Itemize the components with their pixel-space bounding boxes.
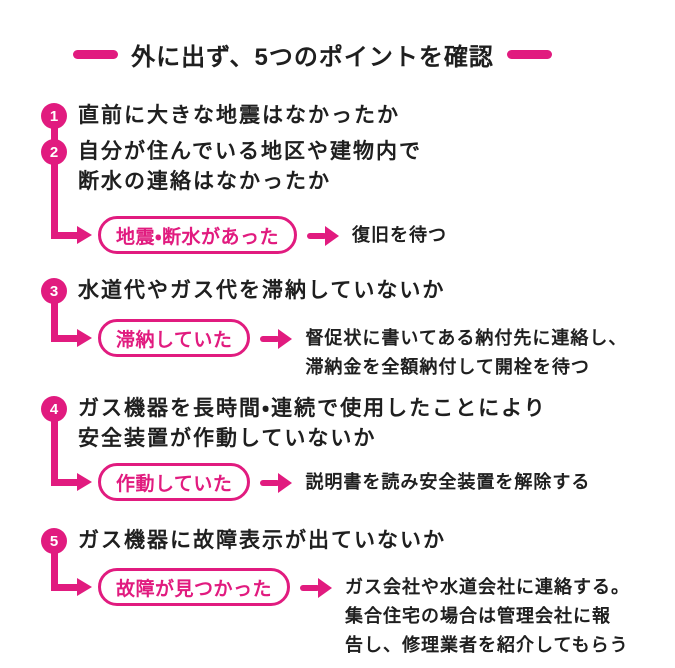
- hook-arrow-shaft: [51, 232, 78, 239]
- step-number-badge-1: 1: [41, 103, 67, 129]
- question-line: 水道代やガス代を滞納していないか: [78, 279, 446, 302]
- action-line: 集合住宅の場合は管理会社に報: [345, 606, 612, 626]
- action-line: 滞納金を全額納付して開栓を待つ: [305, 357, 590, 377]
- step-number-badge-3: 3: [41, 278, 67, 304]
- condition-pill: 故障が見つかった: [98, 568, 291, 606]
- question-line: 自分が住んでいる地区や建物内で: [78, 140, 422, 163]
- hook-arrow-shaft: [51, 335, 78, 342]
- step-question-5: ガス機器に故障表示が出ていないか: [78, 526, 446, 556]
- title-dash-right-icon: [506, 50, 552, 59]
- hook-arrowhead-icon: [77, 329, 92, 347]
- hook-arrowhead-icon: [77, 578, 92, 596]
- step-question-3: 水道代やガス代を滞納していないか: [78, 276, 445, 306]
- hook-arrowhead-icon: [77, 226, 92, 244]
- step-number-badge-4: 4: [41, 396, 67, 422]
- action-line: 告し、修理業者を紹介してもらう: [345, 635, 629, 655]
- action-text: 復旧を待つ: [352, 216, 447, 250]
- hook-arrow-shaft: [51, 584, 78, 591]
- action-text: 説明書を読み安全装置を解除する: [305, 463, 590, 497]
- step-question-2: 自分が住んでいる地区や建物内で 断水の連絡はなかったか: [78, 137, 422, 197]
- branch-row-earthquake-outage: 地震・断水があった 復旧を待つ: [98, 216, 447, 254]
- connector-line-step1-2: [51, 116, 58, 239]
- condition-pill: 地震・断水があった: [98, 216, 297, 254]
- title-dash-left-icon: [73, 50, 119, 59]
- page-title: 外に出ず、5つのポイントを確認: [131, 44, 494, 71]
- arrow-right-icon: [300, 578, 333, 598]
- step-question-4: ガス機器を長時間・連続で使用したことにより 安全装置が作動していないか: [78, 394, 547, 454]
- connector-line-step5: [51, 541, 58, 591]
- question-line: 直前に大きな地震はなかったか: [78, 104, 400, 127]
- question-line: 安全装置が作動していないか: [78, 427, 377, 450]
- branch-row-arrears: 滞納していた 督促状に書いてある納付先に連絡し、 滞納金を全額納付して開栓を待つ: [98, 319, 627, 382]
- hook-arrowhead-icon: [77, 473, 92, 491]
- action-text: 督促状に書いてある納付先に連絡し、 滞納金を全額納付して開栓を待つ: [305, 319, 627, 382]
- question-line: ガス機器を長時間・連続で使用したことにより: [78, 397, 547, 420]
- branch-row-safety-device: 作動していた 説明書を読み安全装置を解除する: [98, 463, 590, 501]
- arrow-right-icon: [260, 329, 293, 349]
- action-text: ガス会社や水道会社に連絡する。 集合住宅の場合は管理会社に報 告し、修理業者を紹…: [345, 568, 630, 660]
- connector-line-step3: [51, 291, 58, 342]
- action-line: 説明書を読み安全装置を解除する: [305, 472, 591, 492]
- step-question-1: 直前に大きな地震はなかったか: [78, 101, 400, 131]
- arrow-right-icon: [260, 473, 293, 493]
- condition-pill: 作動していた: [98, 463, 251, 501]
- arrow-right-icon: [306, 226, 339, 246]
- page-title-row: 外に出ず、5つのポイントを確認: [0, 37, 650, 72]
- question-line: 断水の連絡はなかったか: [78, 170, 331, 193]
- action-line: ガス会社や水道会社に連絡する。: [345, 577, 631, 597]
- hook-arrow-shaft: [51, 479, 78, 486]
- step-number-badge-5: 5: [41, 528, 67, 554]
- action-line: 復旧を待つ: [351, 225, 447, 245]
- action-line: 督促状に書いてある納付先に連絡し、: [305, 328, 628, 348]
- branch-row-malfunction: 故障が見つかった ガス会社や水道会社に連絡する。 集合住宅の場合は管理会社に報 …: [98, 568, 630, 660]
- question-line: ガス機器に故障表示が出ていないか: [78, 529, 446, 552]
- step-number-badge-2: 2: [41, 139, 67, 165]
- connector-line-step4: [51, 409, 58, 486]
- condition-pill: 滞納していた: [98, 319, 251, 357]
